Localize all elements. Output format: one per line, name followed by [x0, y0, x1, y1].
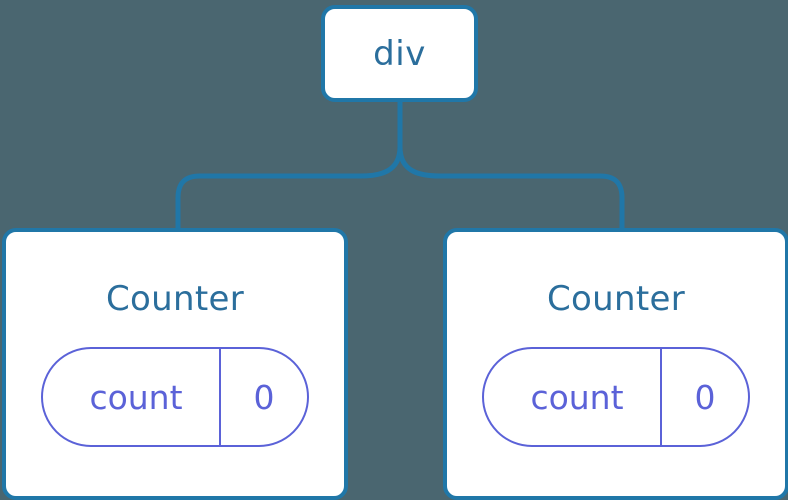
- state-value-left: 0: [253, 377, 275, 417]
- node-counter-right-label: Counter: [547, 279, 685, 319]
- state-value-right: 0: [694, 377, 716, 417]
- state-divider-right: [660, 349, 662, 445]
- node-div[interactable]: div: [321, 5, 478, 102]
- state-key-right: count: [530, 377, 624, 417]
- node-div-label: div: [373, 33, 426, 74]
- connector-branch-left: [175, 146, 403, 230]
- state-pill-left: count 0: [41, 347, 309, 447]
- state-pill-right: count 0: [482, 347, 750, 447]
- node-counter-left[interactable]: Counter count 0: [2, 228, 348, 500]
- connector-branch-right: [397, 146, 625, 230]
- node-counter-left-label: Counter: [106, 279, 244, 319]
- state-divider-left: [219, 349, 221, 445]
- state-key-left: count: [89, 377, 183, 417]
- node-counter-right[interactable]: Counter count 0: [443, 228, 788, 500]
